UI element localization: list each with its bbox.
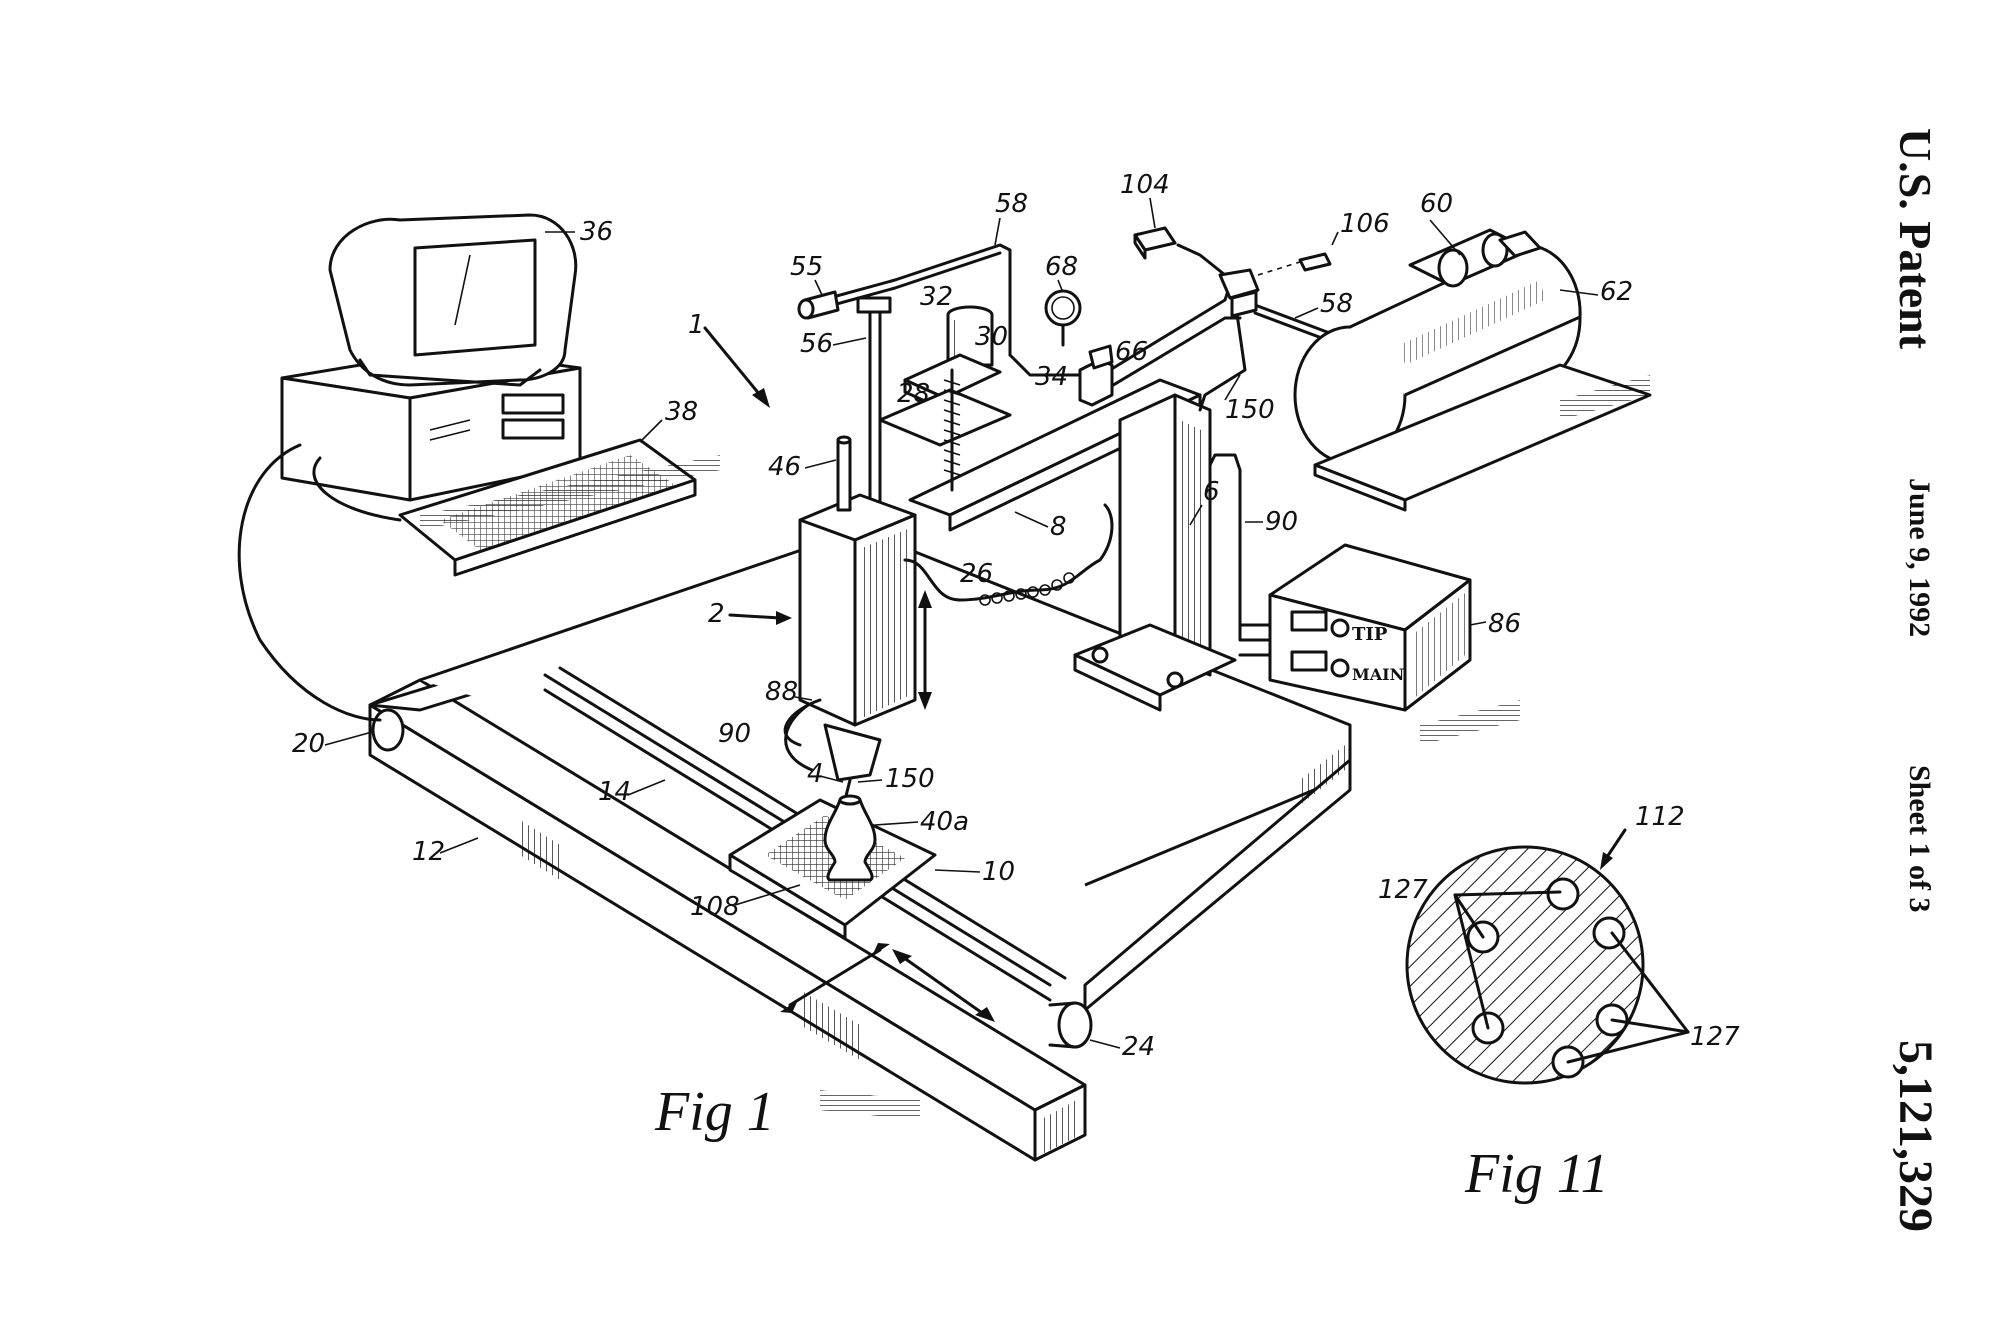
figure-1: TIP MAIN 1 (239, 170, 1650, 1297)
ref-127-left: 127 (1378, 875, 1428, 905)
ref-8: 8 (1050, 512, 1067, 542)
ref-34: 34 (1035, 362, 1068, 392)
ref-104: 104 (1120, 170, 1170, 200)
header-patent-number: 5,121,329 (1889, 1040, 1942, 1232)
ref-32: 32 (920, 282, 953, 312)
ref-58-top: 58 (995, 189, 1028, 219)
control-box-main-label: MAIN (1352, 665, 1404, 684)
ref-86: 86 (1488, 609, 1521, 639)
figure-11-caption: Fig 11 (1464, 1143, 1609, 1205)
ref-20: 20 (292, 729, 325, 759)
ref-36: 36 (580, 217, 613, 247)
ref-4: 4 (807, 759, 824, 789)
ref-88: 88 (765, 677, 798, 707)
ref-90-right: 90 (1265, 507, 1298, 537)
ref-1: 1 (688, 310, 705, 340)
ref-90-left: 90 (718, 719, 751, 749)
ref-60: 60 (1420, 189, 1453, 219)
ref-68: 68 (1045, 252, 1078, 282)
ref-55: 55 (790, 252, 823, 282)
ref-14: 14 (598, 777, 631, 807)
header-assignee: U.S. Patent (1890, 128, 1941, 350)
ref-24: 24 (1122, 1032, 1155, 1062)
ref-106: 106 (1340, 209, 1390, 239)
control-box-tip-label: TIP (1352, 624, 1388, 645)
ref-127-right: 127 (1690, 1022, 1740, 1052)
header-sheet: Sheet 1 of 3 (1903, 765, 1936, 912)
ref-62: 62 (1600, 277, 1633, 307)
ref-56: 56 (800, 329, 833, 359)
patent-header: U.S. Patent June 9, 1992 Sheet 1 of 3 5,… (1889, 128, 1942, 1232)
nozzle-cross-section (1407, 847, 1643, 1083)
ref-40a: 40a (920, 807, 969, 837)
ref-6: 6 (1203, 477, 1220, 507)
ref-58-right: 58 (1320, 289, 1353, 319)
figure-1-caption: Fig 1 (654, 1081, 775, 1143)
ref-150-top: 150 (1225, 395, 1275, 425)
control-box: TIP MAIN (1270, 545, 1470, 710)
ref-30: 30 (975, 322, 1008, 352)
ref-112: 112 (1635, 802, 1685, 832)
ref-2: 2 (708, 599, 725, 629)
header-date: June 9, 1992 (1903, 478, 1936, 637)
ref-10: 10 (982, 857, 1015, 887)
ref-66: 66 (1115, 337, 1148, 367)
ref-150-bottom: 150 (885, 764, 935, 794)
sensors (1135, 228, 1330, 270)
compressor-tank (1295, 230, 1650, 510)
figure-11: 112 127 127 Fig 11 (1378, 802, 1740, 1205)
ref-46: 46 (768, 452, 801, 482)
ref-28: 28 (897, 379, 930, 409)
ref-26: 26 (960, 559, 993, 589)
ref-12: 12 (412, 837, 445, 867)
ref-38: 38 (665, 397, 698, 427)
ref-108: 108 (690, 892, 740, 922)
